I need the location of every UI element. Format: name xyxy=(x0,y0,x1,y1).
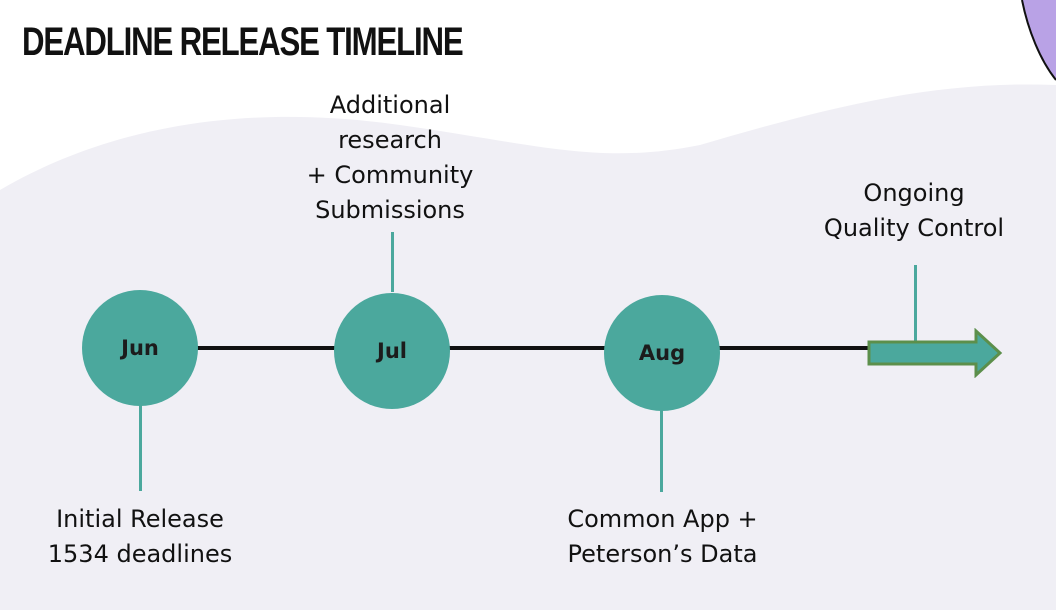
node-label: Jul xyxy=(377,339,407,363)
timeline-node-jul: Jul xyxy=(334,293,450,409)
purple-corner-shape xyxy=(1022,0,1056,80)
caption-jun: Initial Release 1534 deadlines xyxy=(20,502,260,572)
caption-line: Submissions xyxy=(315,196,465,224)
caption-ongoing: Ongoing Quality Control xyxy=(804,176,1024,246)
caption-jul: Additional research + Community Submissi… xyxy=(270,88,510,228)
timeline-node-jun: Jun xyxy=(82,290,198,406)
arrow-right-icon xyxy=(867,328,1003,378)
caption-line: Ongoing xyxy=(863,179,965,207)
node-label: Aug xyxy=(638,341,686,365)
stem-jul xyxy=(391,232,394,292)
page-title: DEADLINE RELEASE TIMELINE xyxy=(22,20,464,64)
caption-line: 1534 deadlines xyxy=(47,540,233,568)
stem-aug xyxy=(660,410,663,492)
caption-line: research xyxy=(338,126,442,154)
node-label: Jun xyxy=(121,336,159,360)
caption-line: Quality Control xyxy=(823,214,1005,242)
caption-line: Common App + xyxy=(567,505,758,533)
caption-line: Additional xyxy=(329,91,451,119)
stem-ongoing xyxy=(914,265,917,345)
caption-aug: Common App + Peterson’s Data xyxy=(520,502,805,572)
timeline-line xyxy=(140,346,875,350)
corner-curve-line xyxy=(1021,0,1056,81)
caption-line: + Community xyxy=(306,161,474,189)
caption-line: Peterson’s Data xyxy=(567,540,758,568)
caption-line: Initial Release xyxy=(56,505,224,533)
stem-jun xyxy=(139,405,142,491)
timeline-node-aug: Aug xyxy=(604,295,720,411)
